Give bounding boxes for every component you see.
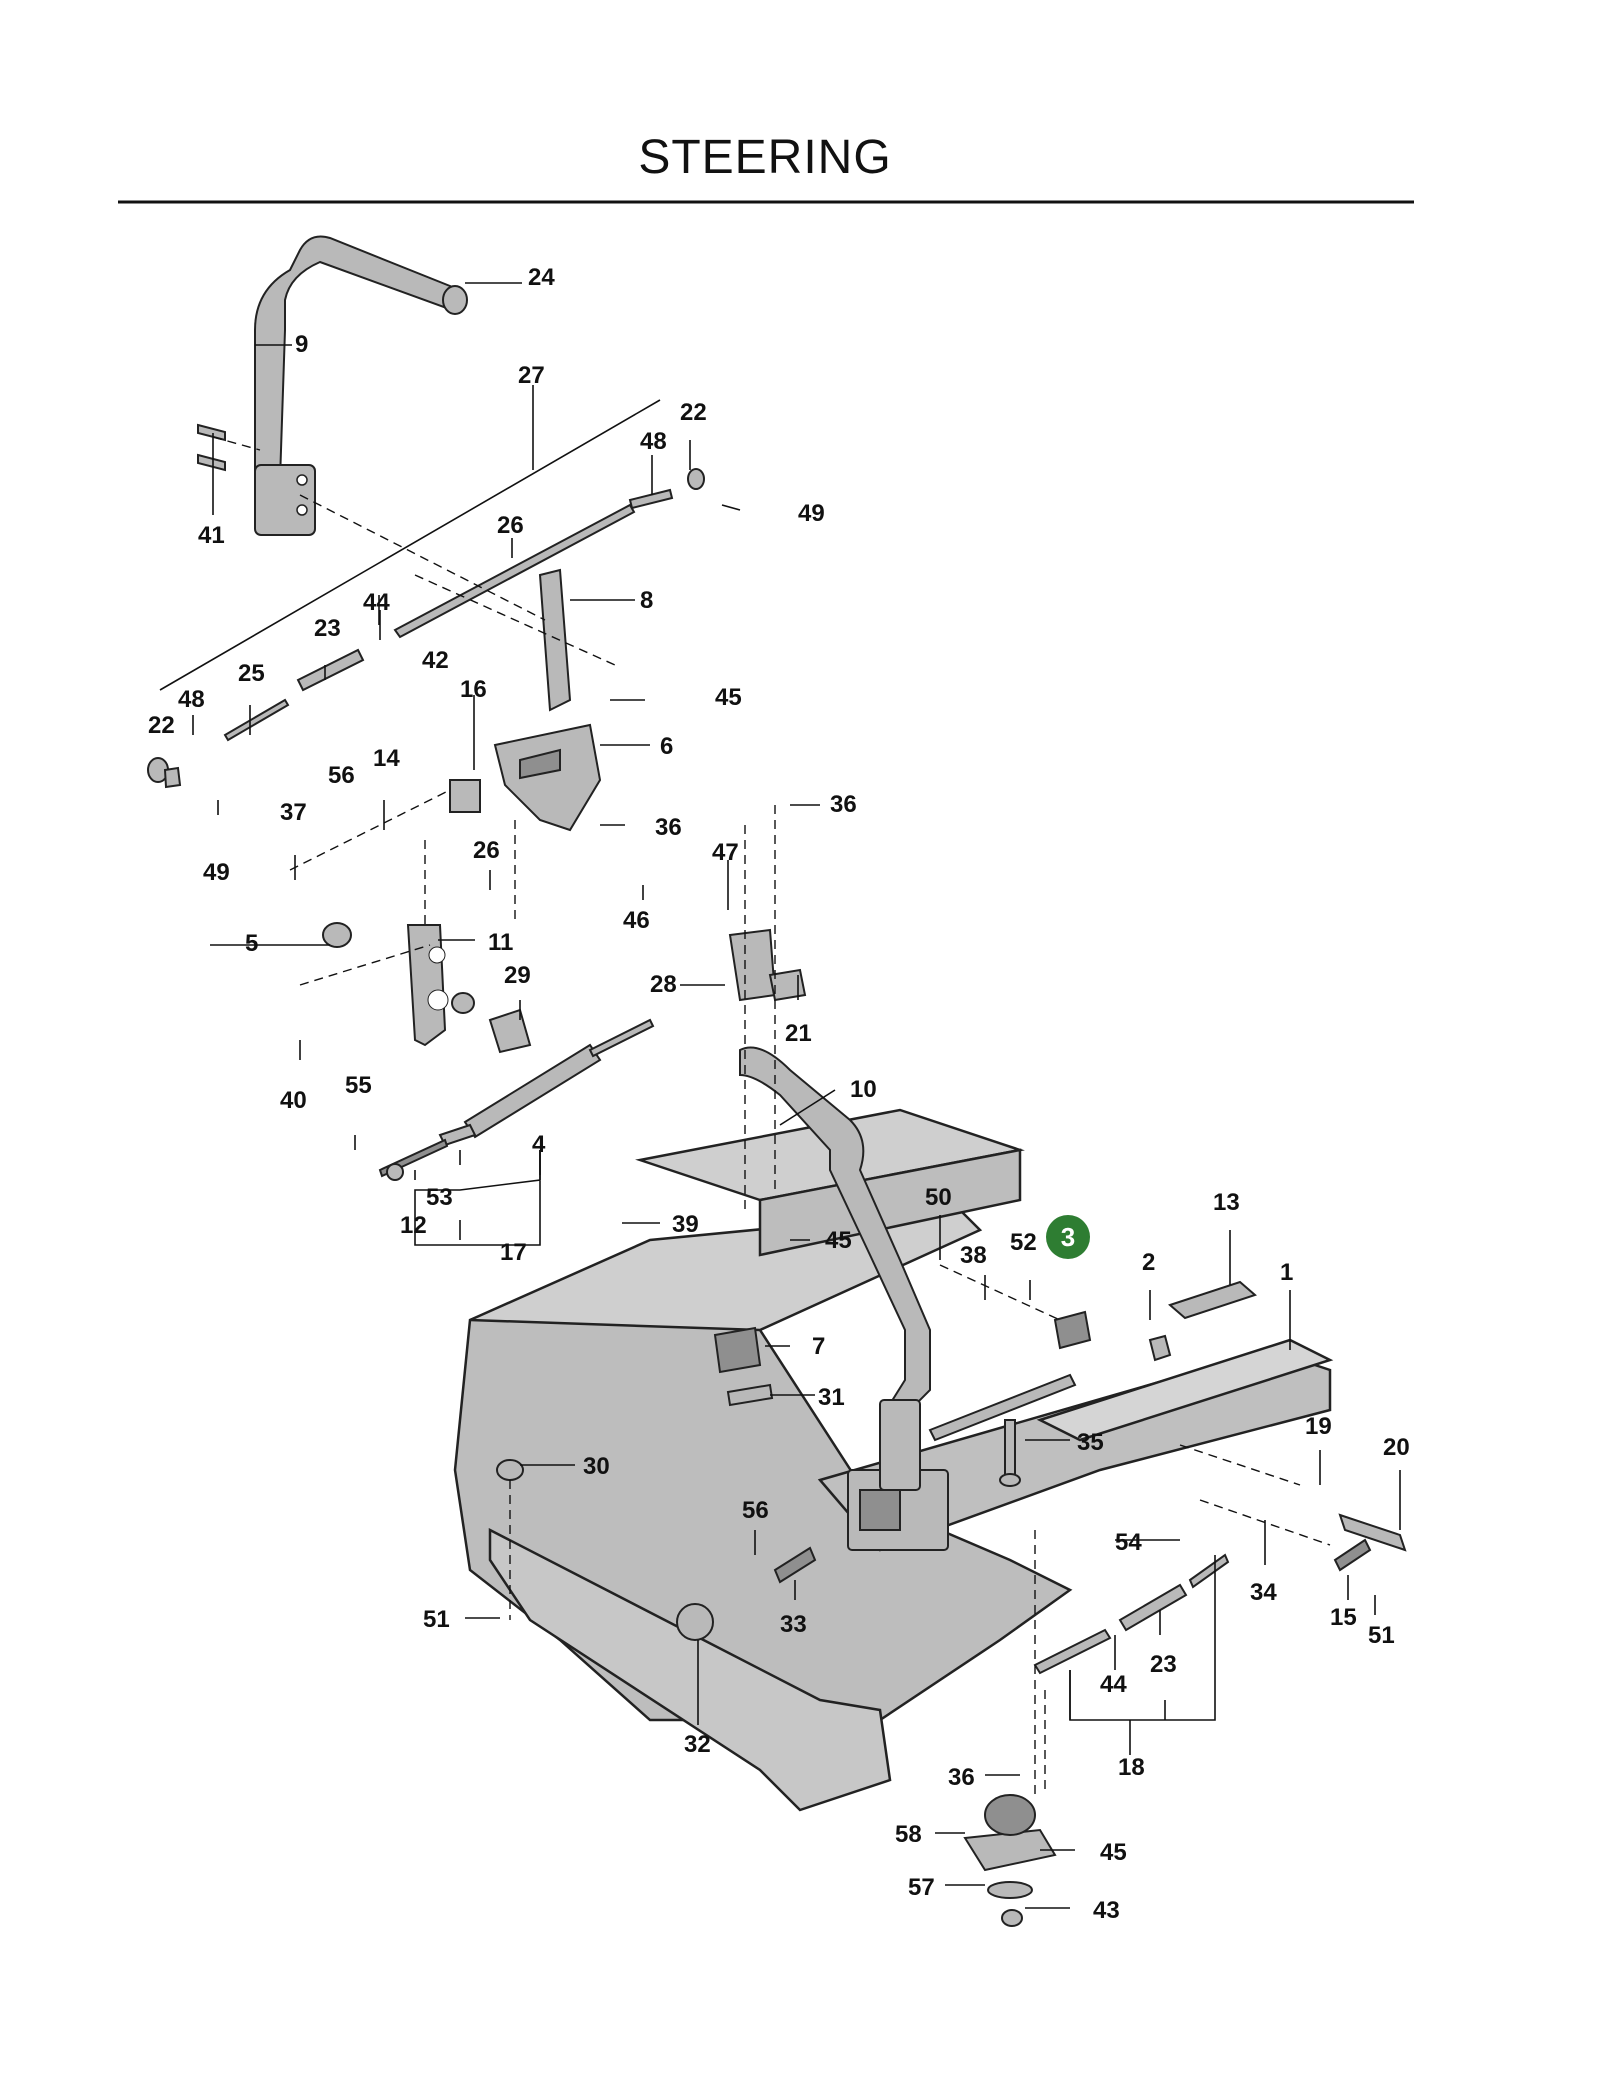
callout-21: 21 bbox=[785, 1020, 812, 1047]
callout-22: 22 bbox=[148, 712, 175, 739]
callout-37: 37 bbox=[280, 799, 307, 826]
callout-48: 48 bbox=[178, 686, 205, 713]
upper-brackets bbox=[322, 568, 807, 1054]
callout-4: 4 bbox=[532, 1131, 546, 1158]
callout-36: 36 bbox=[830, 791, 857, 818]
callout-1: 1 bbox=[1280, 1259, 1293, 1286]
callout-26: 26 bbox=[473, 837, 500, 864]
callout-36: 36 bbox=[655, 814, 682, 841]
callout-42: 42 bbox=[422, 647, 449, 674]
callout-19: 19 bbox=[1305, 1413, 1332, 1440]
callout-41: 41 bbox=[198, 522, 225, 549]
callout-20: 20 bbox=[1383, 1434, 1410, 1461]
page-title: STEERING bbox=[638, 131, 892, 184]
highlight-label: 3 bbox=[1061, 1222, 1075, 1252]
callout-18: 18 bbox=[1118, 1754, 1145, 1781]
callout-46: 46 bbox=[623, 907, 650, 934]
callout-58: 58 bbox=[895, 1821, 922, 1848]
callout-27: 27 bbox=[518, 362, 545, 389]
steering-lever-tube bbox=[739, 1046, 949, 1551]
callout-13: 13 bbox=[1213, 1189, 1240, 1216]
callout-7: 7 bbox=[812, 1333, 825, 1360]
callout-49: 49 bbox=[798, 500, 825, 527]
leader-lines bbox=[159, 282, 1401, 1909]
callout-labels: 24 9 27 48 22 49 41 26 8 44 23 25 48 22 … bbox=[148, 264, 1410, 1924]
callout-45: 45 bbox=[825, 1227, 852, 1254]
callout-34: 34 bbox=[1250, 1579, 1277, 1606]
callout-35: 35 bbox=[1077, 1429, 1104, 1456]
callout-36: 36 bbox=[948, 1764, 975, 1791]
callout-56: 56 bbox=[328, 762, 355, 789]
callout-26: 26 bbox=[497, 512, 524, 539]
callout-8: 8 bbox=[640, 587, 653, 614]
callout-39: 39 bbox=[672, 1211, 699, 1238]
callout-57: 57 bbox=[908, 1874, 935, 1901]
callout-44: 44 bbox=[363, 589, 390, 616]
callout-14: 14 bbox=[373, 745, 400, 772]
callout-16: 16 bbox=[460, 676, 487, 703]
callout-55: 55 bbox=[345, 1072, 372, 1099]
damper-strut bbox=[378, 1018, 655, 1181]
callout-45: 45 bbox=[1100, 1839, 1127, 1866]
callout-17: 17 bbox=[500, 1239, 527, 1266]
callout-53: 53 bbox=[426, 1184, 453, 1211]
callout-32: 32 bbox=[684, 1731, 711, 1758]
rear-components bbox=[496, 1280, 1407, 1927]
callout-29: 29 bbox=[504, 962, 531, 989]
callout-22: 22 bbox=[680, 399, 707, 426]
linkage-rods-upper bbox=[147, 468, 705, 789]
callout-10: 10 bbox=[850, 1076, 877, 1103]
callout-5: 5 bbox=[245, 930, 258, 957]
callout-50: 50 bbox=[925, 1184, 952, 1211]
highlight-callout-3: 3 bbox=[1046, 1215, 1090, 1259]
callout-45: 45 bbox=[715, 684, 742, 711]
callout-38: 38 bbox=[960, 1242, 987, 1269]
callout-40: 40 bbox=[280, 1087, 307, 1114]
callout-31: 31 bbox=[818, 1384, 845, 1411]
callout-43: 43 bbox=[1093, 1897, 1120, 1924]
callout-12: 12 bbox=[400, 1212, 427, 1239]
steering-handle bbox=[197, 235, 468, 536]
callout-49: 49 bbox=[203, 859, 230, 886]
callout-56: 56 bbox=[742, 1497, 769, 1524]
callout-24: 24 bbox=[528, 264, 555, 291]
callout-15: 15 bbox=[1330, 1604, 1357, 1631]
callout-33: 33 bbox=[780, 1611, 807, 1638]
callout-51: 51 bbox=[423, 1606, 450, 1633]
callout-23: 23 bbox=[1150, 1651, 1177, 1678]
callout-23: 23 bbox=[314, 615, 341, 642]
callout-30: 30 bbox=[583, 1453, 610, 1480]
callout-47: 47 bbox=[712, 839, 739, 866]
callout-28: 28 bbox=[650, 971, 677, 998]
callout-48: 48 bbox=[640, 428, 667, 455]
callout-25: 25 bbox=[238, 660, 265, 687]
callout-11: 11 bbox=[488, 929, 513, 956]
callout-54: 54 bbox=[1115, 1529, 1142, 1556]
callout-51: 51 bbox=[1368, 1622, 1395, 1649]
callout-2: 2 bbox=[1142, 1249, 1155, 1276]
callout-9: 9 bbox=[295, 331, 308, 358]
callout-6: 6 bbox=[660, 733, 673, 760]
callout-52: 52 bbox=[1010, 1229, 1037, 1256]
callout-44: 44 bbox=[1100, 1671, 1127, 1698]
